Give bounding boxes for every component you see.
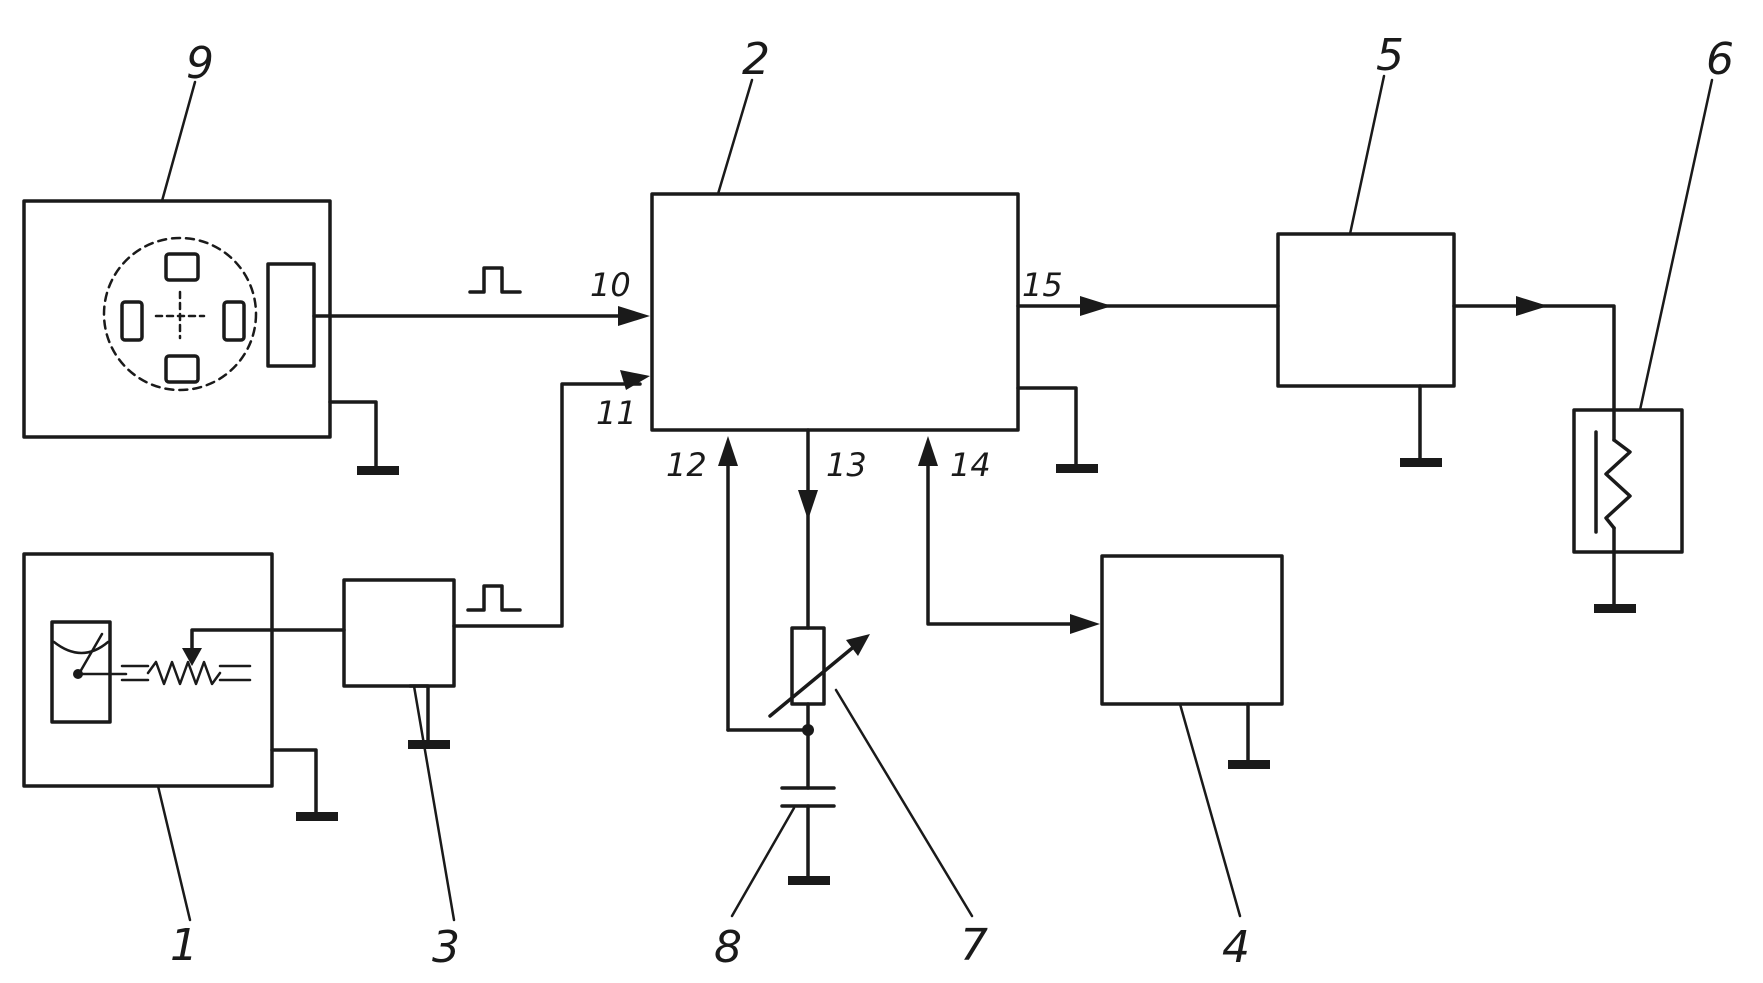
- ground-5: [1400, 386, 1442, 467]
- label-4: 4: [1222, 922, 1250, 973]
- block-4-indicator: [1102, 556, 1282, 704]
- label-3: 3: [432, 922, 460, 973]
- block-3-converter: [344, 580, 454, 686]
- pin-13: 13: [826, 446, 867, 484]
- label-1: 1: [170, 920, 198, 971]
- block-2-controller: [652, 194, 1018, 430]
- ground-9: [330, 402, 399, 475]
- label-2: 2: [742, 34, 770, 85]
- block-5-amplifier: [1278, 234, 1454, 386]
- pin-11: 11: [596, 394, 637, 432]
- pin-10: 10: [590, 266, 631, 304]
- wire-13-to-7: [798, 430, 818, 628]
- ground-2: [1018, 388, 1098, 473]
- variable-resistor-7: [770, 628, 870, 788]
- wire-5-to-6: [1454, 296, 1614, 440]
- label-6: 6: [1706, 34, 1734, 85]
- ground-1: [272, 750, 338, 821]
- label-7: 7: [960, 920, 988, 971]
- label-5: 5: [1376, 30, 1404, 81]
- pin-15: 15: [1022, 266, 1063, 304]
- wire-12-loop: [718, 436, 808, 730]
- pin-14: 14: [950, 446, 991, 484]
- label-9: 9: [186, 38, 214, 89]
- block-6-heater: [1574, 410, 1682, 613]
- ground-4: [1228, 704, 1270, 769]
- pin-12: 12: [666, 446, 707, 484]
- wire-1-to-3: [182, 630, 344, 666]
- label-8: 8: [714, 922, 742, 973]
- block-9-sensor: [24, 201, 330, 437]
- block-1-gauge: [24, 554, 272, 786]
- capacitor-8: [782, 788, 834, 885]
- ground-3: [408, 686, 450, 749]
